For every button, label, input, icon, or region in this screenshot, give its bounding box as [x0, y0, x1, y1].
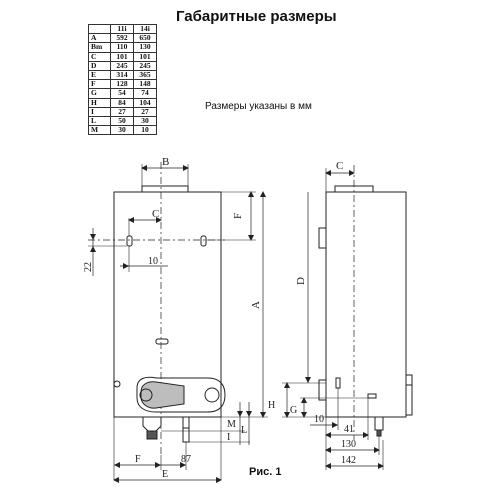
- column-header: 14i: [133, 23, 157, 35]
- dim-87-arrow: [180, 462, 186, 468]
- dim-10-arrow-left: [123, 263, 129, 269]
- bottom-fitting-right: [182, 416, 190, 443]
- flue-collar: [141, 185, 189, 193]
- side-fitting-mid: [367, 393, 377, 399]
- wall-bracket-top: [318, 227, 327, 249]
- label-a: A: [250, 301, 262, 309]
- label-87: 87: [181, 454, 191, 465]
- side-label-c: C: [336, 160, 343, 172]
- label-b: B: [162, 156, 169, 168]
- label-l: L: [241, 425, 247, 436]
- dim-f-arrow-left: [114, 462, 120, 468]
- control-panel: [136, 376, 226, 413]
- label-10-front: 10: [148, 256, 158, 267]
- right-mount-hole: [200, 235, 207, 247]
- value-14i: 101: [133, 51, 157, 62]
- side-fitting-left: [335, 377, 341, 389]
- control-knob-right: [204, 387, 220, 403]
- bottom-fitting-left: [142, 417, 162, 432]
- side-body-outline: [325, 191, 407, 418]
- value-14i: 10: [133, 125, 157, 136]
- side-dim-10-arrow: [332, 422, 338, 428]
- side-view: [282, 165, 413, 470]
- front-view: [88, 162, 268, 483]
- control-panel-shading: [140, 381, 185, 409]
- label-f-top: F: [232, 213, 244, 219]
- side-label-142: 142: [341, 455, 356, 466]
- dim-l-arrow: [246, 411, 252, 417]
- label-f-bottom: F: [135, 454, 141, 465]
- table-header-row: 11i 14i: [88, 23, 157, 35]
- side-label-g: G: [290, 405, 297, 416]
- bottom-fitting-nut: [146, 430, 158, 440]
- page-title: Габаритные размеры: [176, 8, 337, 25]
- label-22: 22: [83, 262, 94, 272]
- dim-22-arrow-bottom: [90, 246, 96, 252]
- wall-bracket-bottom: [318, 379, 327, 401]
- side-label-41: 41: [344, 424, 354, 435]
- value-14i: 130: [133, 42, 157, 53]
- dim-m-arrow: [237, 411, 243, 417]
- side-labels: C D H G 10 41 130 142: [268, 160, 356, 466]
- side-fitting-bottom: [374, 416, 384, 431]
- value-14i: 650: [133, 33, 157, 44]
- side-label-130: 130: [341, 439, 356, 450]
- side-dim-d-arrow: [305, 377, 311, 383]
- side-label-d: D: [295, 277, 307, 285]
- dim-22-arrow-top: [90, 234, 96, 240]
- inspection-window: [155, 338, 169, 345]
- pilot-indicator: [113, 380, 121, 388]
- front-panel-knob: [405, 374, 413, 416]
- side-fitting-nut: [376, 429, 382, 437]
- control-knob-left: [139, 388, 153, 402]
- side-label-h: H: [268, 400, 275, 411]
- side-label-10: 10: [314, 414, 324, 425]
- front-labels: B C F A 22 10 M L I F 87 E: [83, 156, 262, 480]
- dim-f-arrow-right: [155, 462, 161, 468]
- label-m: M: [227, 419, 236, 430]
- label-e: E: [162, 469, 168, 480]
- figure-caption: Рис. 1: [249, 466, 282, 478]
- label-c-front: C: [152, 208, 159, 220]
- label-i: I: [227, 432, 230, 443]
- units-note: Размеры указаны в мм: [205, 101, 312, 112]
- left-mount-hole: [126, 235, 133, 247]
